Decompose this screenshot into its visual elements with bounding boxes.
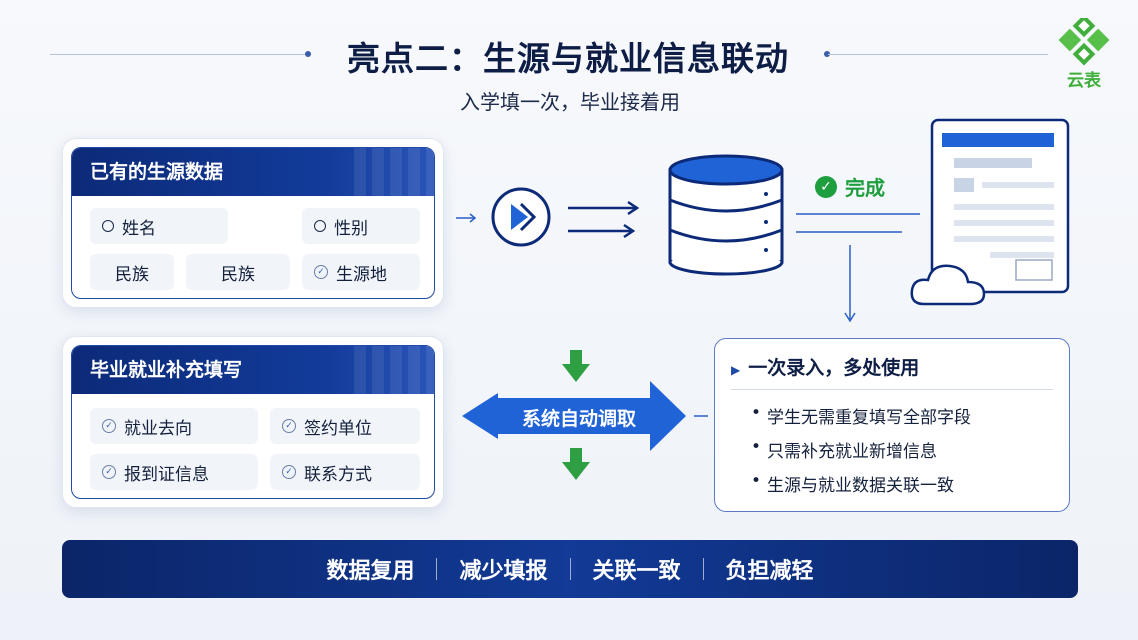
benefit-item: 减少填报	[459, 559, 548, 584]
check-circle-icon: ✓	[102, 419, 116, 433]
auto-fetch-arrow	[462, 381, 686, 451]
field-chip-employer: ✓ 签约单位	[270, 408, 420, 444]
circle-icon	[314, 220, 326, 232]
result-bullet: 生源与就业数据关联一致	[751, 471, 954, 496]
field-chip-gender: 性别	[302, 208, 420, 244]
page-title: 亮点二：生源与就业信息联动	[347, 39, 789, 78]
banner-divider	[436, 558, 438, 580]
check-circle-icon: ✓	[102, 465, 116, 479]
brand-logo: 云表	[1054, 14, 1114, 91]
benefit-item: 数据复用	[326, 559, 415, 584]
result-card-divider	[731, 389, 1053, 390]
page-subtitle: 入学填一次，毕业接着用	[460, 90, 680, 114]
down-arrow-icon	[844, 245, 856, 323]
existing-data-card: 已有的生源数据 姓名 性别 民族 民族 ✓ 生源地	[62, 138, 444, 308]
title-divider-left	[50, 54, 308, 55]
field-chip-ethnicity: 民族	[90, 254, 174, 290]
check-circle-icon: ✓	[282, 419, 296, 433]
title-dot-right	[824, 51, 830, 57]
benefits-banner: 数据复用 减少填报 关联一致 负担减轻	[62, 540, 1078, 598]
check-circle-icon: ✓	[314, 265, 328, 279]
field-chip-name: 姓名	[90, 208, 228, 244]
graduation-card: 毕业就业补充填写 ✓ 就业去向 ✓ 签约单位 ✓ 报到证信息 ✓ 联系方式	[62, 336, 444, 508]
field-chip-employment-destination: ✓ 就业去向	[90, 408, 258, 444]
logo-diamond-icon	[1058, 14, 1110, 66]
done-status: ✓ 完成	[815, 172, 885, 201]
field-chip-contact: ✓ 联系方式	[270, 454, 420, 490]
title-row: 亮点二：生源与就业信息联动	[0, 30, 1138, 80]
cloud-icon	[910, 264, 986, 306]
title-dot-left	[305, 51, 311, 57]
graduation-card-title: 毕业就业补充填写	[90, 359, 243, 381]
benefit-item: 负担减轻	[725, 559, 814, 584]
circle-icon	[102, 220, 114, 232]
green-down-arrow-icon	[562, 448, 590, 480]
document-icon	[930, 118, 1070, 294]
check-circle-icon: ✓	[282, 465, 296, 479]
benefit-item: 关联一致	[592, 559, 681, 584]
graduation-card-header: 毕业就业补充填写	[72, 346, 434, 394]
triangle-icon: ▶	[731, 363, 741, 377]
double-arrow-icon	[568, 200, 640, 239]
field-chip-ethnicity-2: 民族	[186, 254, 290, 290]
small-arrow-icon	[456, 213, 477, 223]
play-circle-icon	[491, 187, 551, 247]
green-down-arrow-icon	[562, 350, 590, 382]
result-card: ▶一次录入，多处使用 学生无需重复填写全部字段 只需补充就业新增信息 生源与就业…	[714, 338, 1070, 512]
auto-fetch-label: 系统自动调取	[521, 408, 636, 430]
database-icon	[668, 154, 784, 276]
logo-text: 云表	[1067, 71, 1101, 91]
banner-divider	[569, 558, 571, 580]
title-divider-right	[828, 54, 1048, 55]
result-bullet: 学生无需重复填写全部字段	[751, 403, 971, 428]
existing-data-card-title: 已有的生源数据	[90, 161, 224, 183]
check-circle-icon: ✓	[815, 175, 837, 198]
result-bullet: 只需补充就业新增信息	[751, 437, 937, 462]
existing-data-card-header: 已有的生源数据	[72, 148, 434, 196]
field-chip-report-certificate: ✓ 报到证信息	[90, 454, 258, 490]
banner-divider	[702, 558, 704, 580]
result-card-title: ▶一次录入，多处使用	[731, 357, 920, 379]
field-chip-origin: ✓ 生源地	[302, 254, 420, 290]
